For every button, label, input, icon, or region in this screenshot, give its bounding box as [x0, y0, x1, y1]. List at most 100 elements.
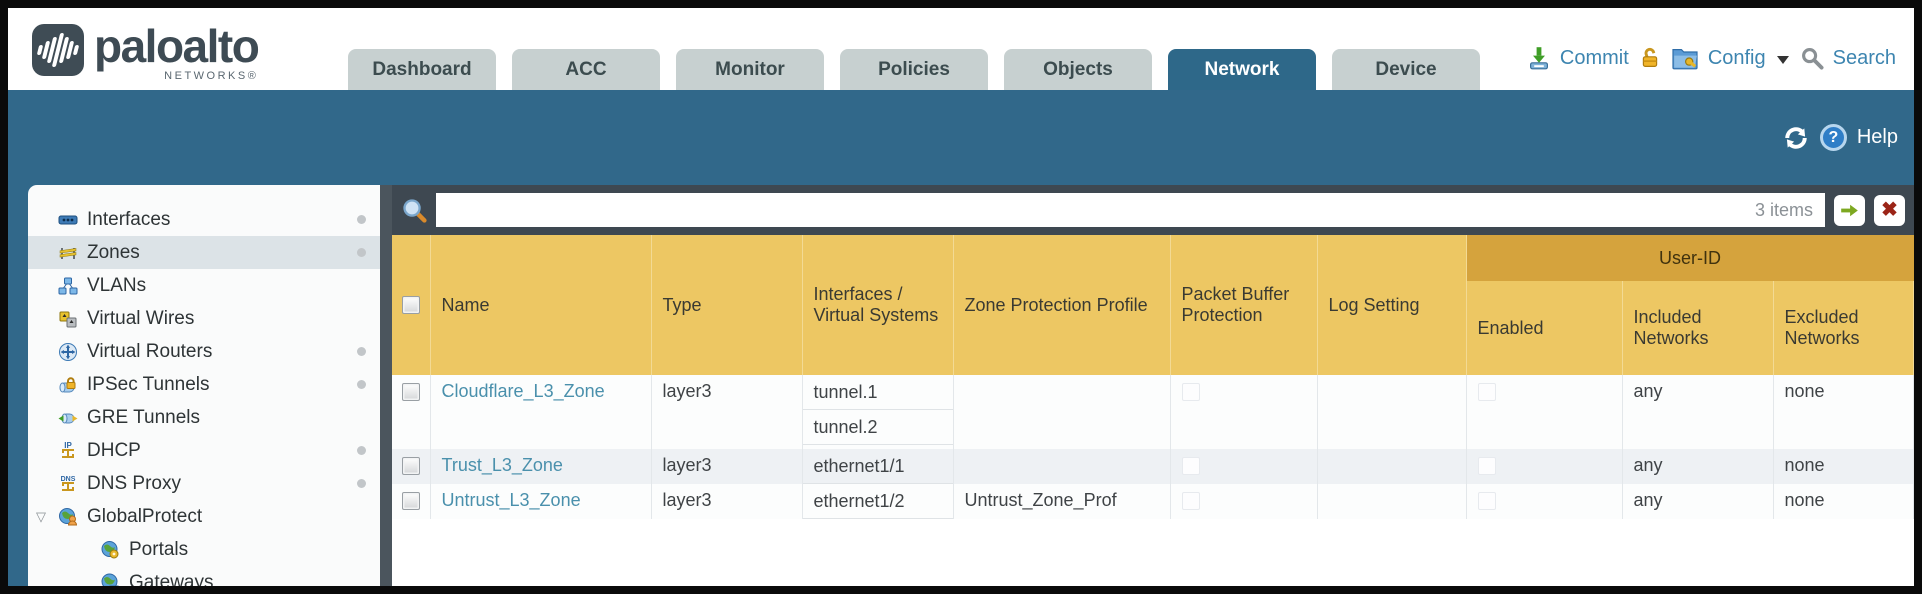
tab-objects[interactable]: Objects — [1004, 49, 1152, 90]
status-dot — [357, 248, 366, 257]
config-caret-icon[interactable] — [1776, 56, 1789, 64]
zone-name-link[interactable]: Cloudflare_L3_Zone — [441, 381, 605, 401]
zone-type: layer3 — [651, 375, 803, 449]
log-setting — [1317, 449, 1467, 484]
table-empty-area — [392, 519, 1914, 586]
included-networks: any — [1622, 375, 1774, 449]
table-row: Cloudflare_L3_Zone layer3 tunnel.1 tunne… — [392, 375, 1914, 449]
config-menu[interactable]: Config — [1707, 46, 1766, 69]
tab-network[interactable]: Network — [1168, 49, 1316, 90]
sidebar-item-ipsec-tunnels[interactable]: IPSec Tunnels — [28, 368, 380, 401]
row-checkbox[interactable] — [402, 383, 420, 401]
row-checkbox[interactable] — [402, 457, 420, 475]
commit-button[interactable]: Commit — [1559, 46, 1629, 69]
packet-buffer-checkbox[interactable] — [1181, 492, 1200, 510]
expander-icon[interactable]: ▽ — [36, 508, 46, 524]
top-bar: paloalto NETWORKS® Dashboard ACC Monitor… — [8, 8, 1914, 90]
panos-app: paloalto NETWORKS® Dashboard ACC Monitor… — [8, 8, 1914, 586]
sidebar-item-virtual-routers[interactable]: Virtual Routers — [28, 335, 380, 368]
tab-policies[interactable]: Policies — [840, 49, 988, 90]
sidebar-item-gateways[interactable]: Gateways — [28, 566, 380, 586]
col-header-interfaces[interactable]: Interfaces / Virtual Systems — [802, 235, 954, 375]
table-row: Untrust_L3_Zone layer3 ethernet1/2 Untru… — [392, 484, 1914, 519]
paloalto-logo: paloalto NETWORKS® — [32, 20, 260, 82]
svg-text:DNS: DNS — [61, 476, 76, 483]
interface-item: tunnel.2 — [802, 410, 953, 445]
zone-name-link[interactable]: Untrust_L3_Zone — [441, 490, 581, 510]
excluded-networks: none — [1773, 375, 1914, 449]
filter-input[interactable] — [448, 200, 1755, 220]
col-group-user-id: User-ID — [1466, 235, 1914, 281]
main-nav-tabs: Dashboard ACC Monitor Policies Objects N… — [348, 49, 1480, 90]
paloalto-logo-icon — [32, 24, 84, 76]
sidebar-item-dhcp[interactable]: IP DHCP — [28, 434, 380, 467]
dns-proxy-icon: DNS — [58, 474, 78, 494]
help-icon[interactable]: ? — [1819, 124, 1847, 151]
packet-buffer-checkbox[interactable] — [1181, 457, 1200, 475]
status-dot — [357, 347, 366, 356]
sidebar-item-dns-proxy[interactable]: DNS DNS Proxy — [28, 467, 380, 500]
sidebar-item-interfaces[interactable]: Interfaces — [28, 203, 380, 236]
tab-monitor[interactable]: Monitor — [676, 49, 824, 90]
col-header-excluded-networks[interactable]: Excluded Networks — [1773, 281, 1914, 375]
userid-enabled-checkbox[interactable] — [1477, 492, 1496, 510]
network-sidebar: Interfaces Zones VLANs Virtual Wires Vir… — [28, 185, 380, 586]
virtual-routers-icon — [58, 342, 78, 362]
zone-name-link[interactable]: Trust_L3_Zone — [441, 455, 563, 475]
select-all-header — [392, 235, 431, 375]
tab-dashboard[interactable]: Dashboard — [348, 49, 496, 90]
top-actions: Commit Config Search — [1527, 46, 1896, 70]
col-header-included-networks[interactable]: Included Networks — [1622, 281, 1774, 375]
ipsec-tunnels-icon — [58, 375, 78, 395]
sidebar-item-globalprotect[interactable]: ▽ GlobalProtect — [36, 505, 203, 527]
sidebar-item-virtual-wires[interactable]: Virtual Wires — [28, 302, 380, 335]
status-dot — [357, 479, 366, 488]
help-label[interactable]: Help — [1856, 126, 1898, 148]
green-arrow-icon — [1841, 204, 1858, 216]
utility-band: ? Help — [8, 90, 1914, 185]
excluded-networks: none — [1773, 449, 1914, 484]
search-button[interactable]: Search — [1832, 46, 1896, 69]
sidebar-item-zones[interactable]: Zones — [28, 236, 380, 269]
sidebar-item-vlans[interactable]: VLANs — [28, 269, 380, 302]
clear-filter-button[interactable]: ✖ — [1874, 194, 1905, 226]
apply-filter-button[interactable] — [1834, 194, 1865, 226]
col-header-enabled[interactable]: Enabled — [1466, 281, 1623, 375]
tab-device[interactable]: Device — [1332, 49, 1480, 90]
sidebar-splitter[interactable] — [380, 185, 392, 586]
svg-text:IP: IP — [64, 441, 72, 450]
gre-tunnels-icon — [58, 408, 78, 428]
refresh-icon[interactable] — [1782, 124, 1810, 152]
brand-sub: NETWORKS® — [164, 70, 259, 82]
userid-enabled-checkbox[interactable] — [1477, 457, 1496, 475]
included-networks: any — [1622, 449, 1774, 484]
col-header-zone-protection-profile[interactable]: Zone Protection Profile — [953, 235, 1171, 375]
gateways-icon — [100, 573, 120, 586]
included-networks: any — [1622, 484, 1774, 519]
tab-acc[interactable]: ACC — [512, 49, 660, 90]
log-setting — [1317, 375, 1467, 449]
lock-icon[interactable] — [1638, 46, 1662, 70]
sidebar-item-gre-tunnels[interactable]: GRE Tunnels — [28, 401, 380, 434]
zone-protection-profile — [953, 449, 1171, 484]
userid-enabled-checkbox[interactable] — [1477, 383, 1496, 401]
select-all-checkbox[interactable] — [402, 296, 420, 314]
brand-name: paloalto — [94, 20, 260, 72]
zone-protection-profile — [953, 375, 1171, 449]
interfaces-icon — [58, 210, 78, 230]
col-header-log-setting[interactable]: Log Setting — [1317, 235, 1467, 375]
packet-buffer-checkbox[interactable] — [1181, 383, 1200, 401]
row-checkbox[interactable] — [402, 492, 420, 510]
virtual-wires-icon — [58, 309, 78, 329]
filter-field: 3 items — [436, 193, 1825, 227]
col-header-packet-buffer-protection[interactable]: Packet Buffer Protection — [1170, 235, 1318, 375]
sidebar-item-portals[interactable]: Portals — [28, 533, 380, 566]
items-count: 3 items — [1754, 199, 1813, 220]
interface-item: tunnel.1 — [802, 375, 953, 410]
status-dot — [357, 215, 366, 224]
col-header-type[interactable]: Type — [651, 235, 803, 375]
table-row: Trust_L3_Zone layer3 ethernet1/1 any non… — [392, 449, 1914, 484]
portals-icon — [100, 540, 120, 560]
zones-icon — [58, 243, 78, 263]
col-header-name[interactable]: Name — [430, 235, 652, 375]
